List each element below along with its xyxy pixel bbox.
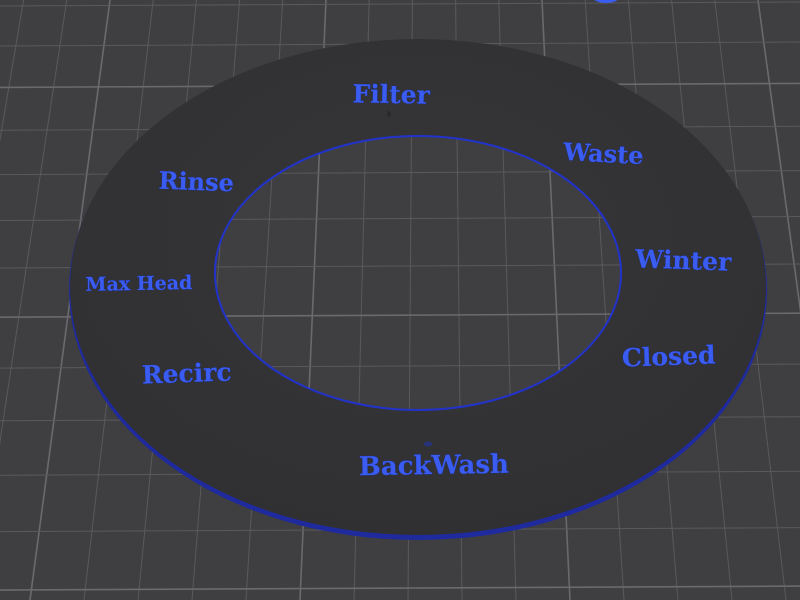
label-backwash: BackWash: [359, 450, 510, 483]
dial-ring-model[interactable]: [69, 39, 767, 540]
label-closed: Closed: [621, 340, 715, 372]
offscreen-object-fragment: [594, 0, 618, 3]
dial-ring-inner-rim: [214, 135, 622, 411]
ring-marker-bottom: [424, 441, 432, 447]
label-max-head: Max Head: [85, 272, 192, 296]
dial-ring-top-face: [70, 39, 766, 535]
grid-line-vertical: [0, 0, 68, 445]
label-filter: Filter: [352, 79, 431, 109]
label-rinse: Rinse: [158, 166, 234, 198]
grid-line-horizontal: [0, 585, 800, 591]
grid-line-vertical: [0, 0, 25, 143]
label-recirc: Recirc: [141, 357, 232, 389]
label-waste: Waste: [562, 137, 645, 170]
dial-labels: Filter Waste Winter Closed BackWash Reci…: [85, 79, 733, 483]
grid-line-vertical: [757, 0, 800, 314]
ring-marker-top: [387, 111, 391, 117]
grid-line-horizontal: [0, 1, 800, 7]
label-winter: Winter: [634, 244, 733, 276]
